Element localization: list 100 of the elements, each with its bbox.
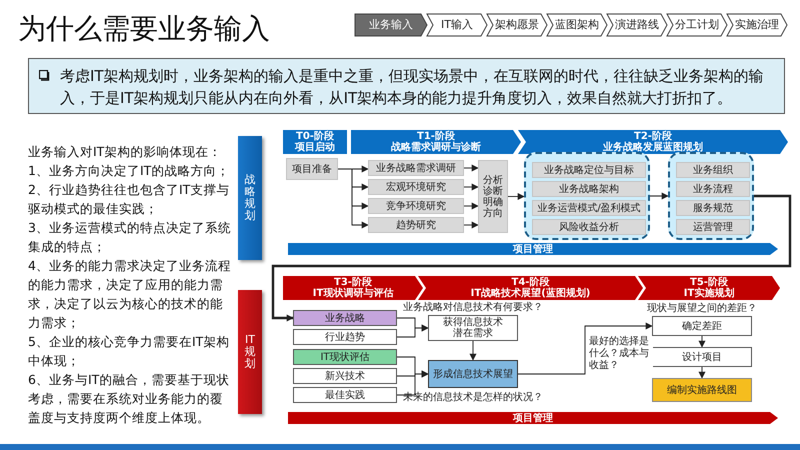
process-box <box>368 160 464 176</box>
stage-name: 项目启动 <box>295 142 335 153</box>
box-label: 业务战略 <box>325 312 365 324</box>
stage-number: T1-阶段 <box>417 131 455 142</box>
list-item: 3、业务运营模式的特点决定了系统集成的特点； <box>28 219 232 256</box>
process-box <box>652 347 752 367</box>
box-label: 业务战略需求调研 <box>376 162 456 174</box>
question-text: 业务战略对信息技术有何要求？ <box>402 302 544 314</box>
box-label: 项目管理 <box>513 412 553 424</box>
box-label: 业务输入 <box>369 18 413 32</box>
stage-name: IT战略技术展望(蓝图规划) <box>470 288 590 299</box>
box-label: 新兴技术 <box>325 370 365 382</box>
arrow <box>464 184 479 190</box>
stage-number: T2-阶段 <box>634 131 672 142</box>
stage-name: IT实施规划 <box>684 288 734 299</box>
stage-header <box>283 130 347 154</box>
project-bar <box>288 412 778 424</box>
stage-name: 战略需求调研与诊断 <box>391 142 481 153</box>
process-box <box>293 387 397 403</box>
process-box <box>428 315 518 341</box>
stage-banner <box>351 130 521 154</box>
box-label: 确定差距 <box>682 320 722 332</box>
arrow <box>470 340 476 361</box>
breadcrumb-step <box>607 14 667 36</box>
stage-number: T5-阶段 <box>690 277 728 288</box>
process-box <box>286 158 338 180</box>
box-label: 项目准备 <box>292 164 332 174</box>
stage-banner <box>283 276 423 300</box>
process-box <box>368 179 464 195</box>
intro-panel <box>28 58 785 114</box>
process-box <box>676 200 750 216</box>
process-box <box>293 329 397 345</box>
box-label: 最佳实践 <box>325 390 365 400</box>
stage-banner <box>638 276 780 300</box>
list-item: 4、业务的能力需求决定了业务流程的能力需求，决定了应用的能力需求，决定了以云为核心的技术的能力需求； <box>28 257 232 332</box>
box-label: 分析诊断明确方向 <box>482 174 504 218</box>
process-box <box>532 162 646 178</box>
arrow <box>464 202 479 210</box>
stage-number: T3-阶段 <box>334 277 372 288</box>
box-label: IT输入 <box>441 18 473 32</box>
breadcrumb-step <box>487 14 547 36</box>
box-label: 运营管理 <box>693 222 733 232</box>
box-label: 演进路线 <box>615 18 659 32</box>
process-box <box>532 181 646 197</box>
breadcrumb-step-current <box>355 14 427 36</box>
arrow <box>272 194 792 322</box>
band-label: IT规划 <box>244 334 256 370</box>
band-label: 战略规划 <box>244 174 256 222</box>
stage-banner <box>418 276 643 300</box>
vertical-band <box>238 136 262 260</box>
stage-name: IT现状调研与评估 <box>312 288 394 299</box>
list-item: 2、行业趋势往往也包含了IT支撑与驱动模式的最佳实践； <box>28 181 230 218</box>
box-label: 项目管理 <box>513 244 553 254</box>
arrow <box>518 322 653 374</box>
box-label: 行业趋势 <box>325 332 365 342</box>
box-label: 编制实施路线图 <box>667 384 737 396</box>
stage-number: T4-阶段 <box>512 277 550 288</box>
process-box <box>652 378 752 402</box>
question-text: 未来的信息技术是怎样的状况？ <box>402 392 544 404</box>
arrow <box>396 324 429 338</box>
box-label: 服务规范 <box>693 202 733 214</box>
process-box <box>532 200 646 216</box>
stage-number: T0-阶段 <box>296 131 334 142</box>
process-box <box>293 368 397 384</box>
box-label: 形成信息技术展望 <box>433 368 513 380</box>
box-label: 实施治理 <box>735 18 779 32</box>
breadcrumb-step <box>727 14 787 36</box>
box-label: 设计项目 <box>682 352 722 362</box>
breadcrumb-step <box>427 14 487 36</box>
box-label: 业务流程 <box>693 184 733 194</box>
edge-label: 最好的选择是什么？成本与收益？ <box>589 336 653 372</box>
box-label: 获得信息技术潜在需求 <box>442 317 504 339</box>
process-box <box>478 160 508 233</box>
arrow <box>650 192 669 200</box>
box-label: 业务战略定位与目标 <box>544 164 634 176</box>
arrow <box>396 370 429 396</box>
arrow <box>464 222 479 228</box>
arrow <box>698 336 706 348</box>
box-label: 业务组织 <box>693 164 733 176</box>
box-label: 竞争环境研究 <box>386 200 446 212</box>
process-box <box>652 316 752 336</box>
stage-banner <box>518 130 788 154</box>
process-box <box>676 219 750 235</box>
process-box <box>368 198 464 214</box>
box-label: 架构愿景 <box>495 18 539 32</box>
box-label: 蓝图架构 <box>555 18 599 32</box>
breadcrumb-step <box>547 14 607 36</box>
box-label: 业务战略架构 <box>559 184 619 194</box>
process-box <box>368 217 464 233</box>
box-label: 分工计划 <box>675 18 719 32</box>
list-item: 1、业务方向决定了IT的战略方向； <box>28 162 230 180</box>
page-title: 为什么需要业务输入 <box>18 11 270 47</box>
question-text: 现状与展望之间的差距？ <box>646 303 758 315</box>
box-label: 宏观环境研究 <box>386 182 446 192</box>
arrow <box>508 193 525 200</box>
process-box <box>676 181 750 197</box>
breadcrumb-step <box>667 14 727 36</box>
process-box <box>293 310 397 326</box>
project-bar <box>288 243 778 255</box>
group-box <box>668 152 754 240</box>
